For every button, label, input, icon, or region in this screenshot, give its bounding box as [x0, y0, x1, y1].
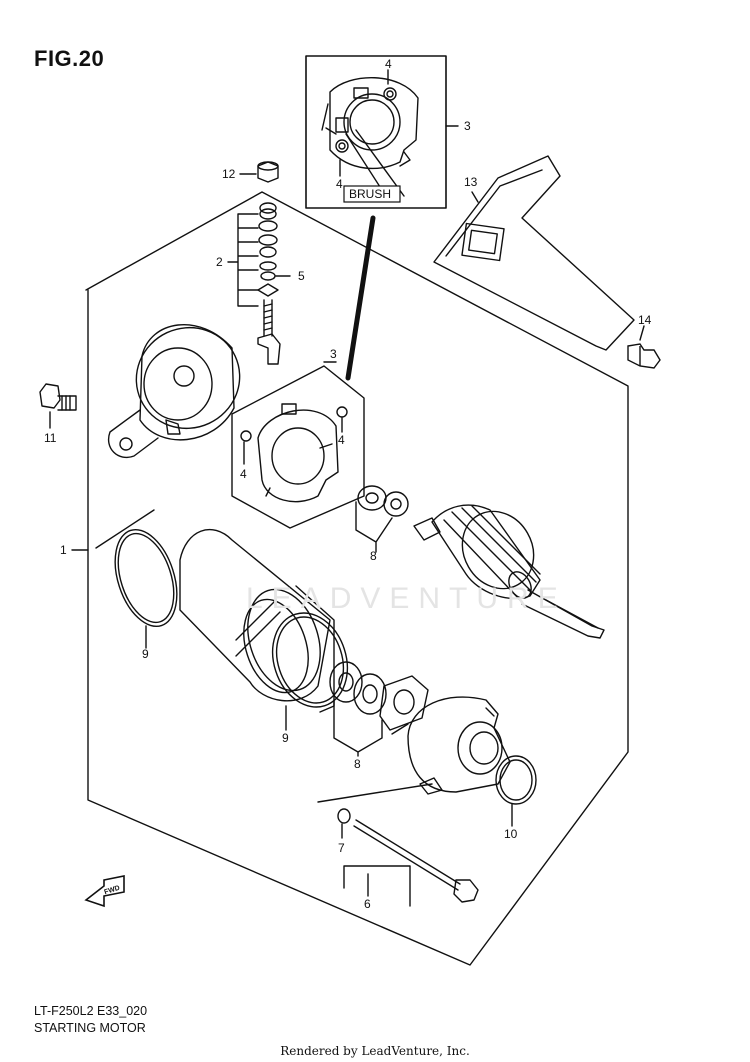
part-14-leader — [639, 325, 645, 341]
brush-leader — [345, 129, 405, 197]
callout-13: 13 — [464, 175, 478, 189]
front-end-cover — [391, 696, 511, 795]
section-name: STARTING MOTOR — [34, 1021, 146, 1035]
callout-7: 7 — [338, 841, 345, 855]
part-10-oring — [495, 755, 537, 805]
part-7-oring — [337, 808, 351, 824]
brush-holder-inset-drawing — [321, 76, 419, 170]
part-2-washer-stack — [257, 202, 281, 365]
inset-pointer-line — [345, 215, 376, 381]
render-credit: Rendered by LeadVenture, Inc. — [280, 1044, 470, 1058]
callout-labels: 4 3 4 BRUSH 12 13 2 5 14 3 11 4 4 1 8 9 … — [44, 57, 652, 911]
brush-label-box — [343, 185, 401, 203]
part-11-bolt — [39, 383, 77, 411]
rear-cover — [107, 324, 241, 459]
callout-12: 12 — [222, 167, 236, 181]
assembly-outline — [85, 191, 629, 966]
figure-title: FIG.20 — [34, 46, 105, 71]
callout-8-lower: 8 — [354, 757, 361, 771]
callout-6: 6 — [364, 897, 371, 911]
part-3-plate-frame — [231, 365, 365, 529]
yoke-housing — [179, 529, 331, 702]
callout-14: 14 — [638, 313, 652, 327]
part-2-leader — [227, 213, 259, 307]
callout-1: 1 — [60, 543, 67, 557]
callout-5: 5 — [298, 269, 305, 283]
part-8-upper-washers — [355, 485, 409, 553]
callout-4-inset-top: 4 — [385, 57, 392, 71]
callout-4-left: 4 — [240, 467, 247, 481]
model-code: LT-F250L2 E33_020 — [34, 1004, 148, 1018]
watermark-text: LEADVENTURE — [246, 582, 567, 615]
part-3-brush-plate — [240, 403, 348, 503]
callout-2: 2 — [216, 255, 223, 269]
part-13-leader — [471, 191, 479, 203]
part-6-through-bolt — [353, 819, 479, 903]
part-9-right-oring — [271, 612, 349, 708]
part-7-6-leaders — [317, 783, 433, 907]
callout-3-inset: 3 — [464, 119, 471, 133]
callout-9-right: 9 — [282, 731, 289, 745]
armature — [413, 504, 605, 639]
brush-label: BRUSH — [349, 187, 391, 201]
callout-11: 11 — [44, 431, 57, 445]
part-13-cover — [433, 155, 635, 351]
callout-9-left: 9 — [142, 647, 149, 661]
fwd-arrow-icon: FWD — [84, 875, 125, 908]
part-14-bolt — [627, 343, 661, 369]
callout-3: 3 — [330, 347, 337, 361]
callout-10: 10 — [504, 827, 518, 841]
fwd-label: FWD — [103, 885, 120, 897]
brush-holder-inset-frame — [305, 55, 447, 209]
part-12-nut — [257, 161, 279, 183]
callout-8-upper: 8 — [370, 549, 377, 563]
housing-bracket-lines — [95, 509, 335, 713]
part-9-left-oring — [114, 528, 178, 628]
part-8-lower-washers — [329, 661, 429, 757]
callout-4-inset-bottom: 4 — [336, 177, 343, 191]
callout-4-right: 4 — [338, 433, 345, 447]
